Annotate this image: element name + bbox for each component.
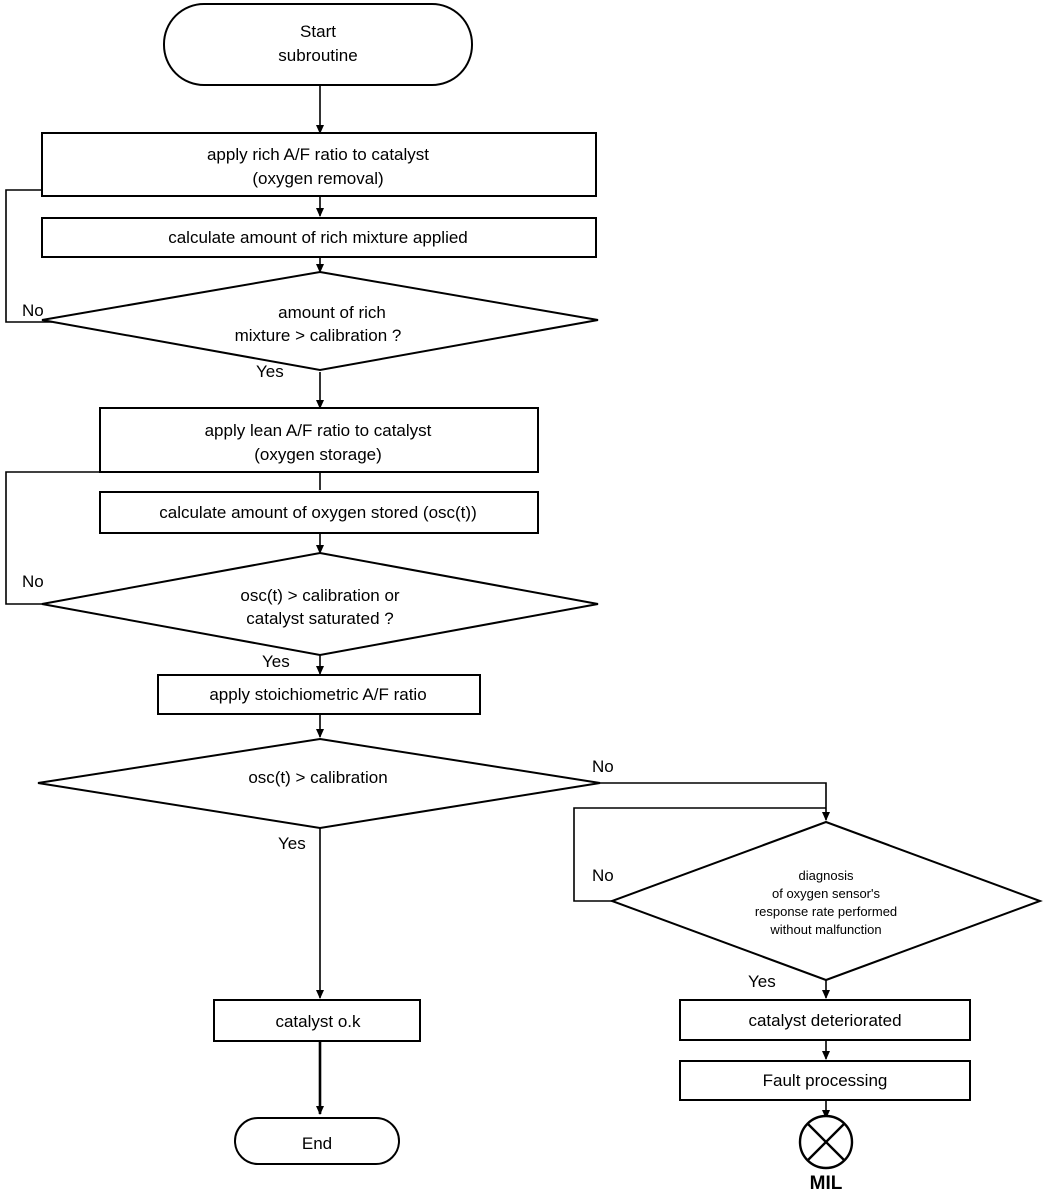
start-terminal: Start subroutine xyxy=(163,3,473,86)
stoich-shape xyxy=(157,674,481,715)
label-yes-check: Yes xyxy=(278,834,306,853)
deteriorated-box: catalyst deteriorated xyxy=(679,999,971,1041)
rich-calc-box: calculate amount of rich mixture applied xyxy=(41,217,597,258)
sensor-decision: diagnosis of oxygen sensor's response ra… xyxy=(609,820,1043,982)
lean-apply-label-line2: (oxygen storage) xyxy=(254,445,382,464)
rich-apply-label-line2: (oxygen removal) xyxy=(252,169,383,188)
catalyst-ok-box: catalyst o.k xyxy=(213,999,421,1042)
sensor-label-line1: diagnosis xyxy=(799,868,854,883)
stoich-box: apply stoichiometric A/F ratio xyxy=(157,674,481,715)
label-yes-osc: Yes xyxy=(262,652,290,671)
lean-calc-box: calculate amount of oxygen stored (osc(t… xyxy=(99,491,539,534)
catalyst-ok-label: catalyst o.k xyxy=(275,1012,361,1031)
rich-decision-shape xyxy=(41,270,599,372)
osc-check-decision: osc(t) > calibration xyxy=(37,737,601,830)
label-no-sensor: No xyxy=(592,866,614,885)
fault-box: Fault processing xyxy=(679,1060,971,1101)
label-no-check: No xyxy=(592,757,614,776)
fault-label: Fault processing xyxy=(763,1071,888,1090)
loop-no-osc xyxy=(5,471,100,605)
end-label: End xyxy=(302,1134,332,1153)
fault-shape xyxy=(679,1060,971,1101)
mil-lamp-icon xyxy=(798,1114,854,1170)
loop-no-sensor xyxy=(573,807,826,902)
rich-apply-shape xyxy=(41,132,597,197)
lean-calc-shape xyxy=(99,491,539,534)
stoich-label: apply stoichiometric A/F ratio xyxy=(209,685,426,704)
rich-calc-label: calculate amount of rich mixture applied xyxy=(168,228,468,247)
osc-decision-label-line1: osc(t) > calibration or xyxy=(240,586,400,605)
label-yes-rich: Yes xyxy=(256,362,284,381)
osc-decision: osc(t) > calibration or catalyst saturat… xyxy=(41,551,599,657)
osc-check-label: osc(t) > calibration xyxy=(248,768,387,787)
osc-decision-label-line2: catalyst saturated ? xyxy=(246,609,393,628)
start-label-line2: subroutine xyxy=(278,46,357,65)
sensor-label-line3: response rate performed xyxy=(755,904,897,919)
osc-decision-shape xyxy=(41,551,599,657)
catalyst-ok-shape xyxy=(213,999,421,1042)
mil-lamp: MIL xyxy=(798,1114,854,1194)
lean-apply-box: apply lean A/F ratio to catalyst (oxygen… xyxy=(99,407,539,473)
start-shape xyxy=(163,3,473,86)
osc-check-shape xyxy=(37,737,601,830)
label-yes-sensor: Yes xyxy=(748,972,776,991)
rich-calc-shape xyxy=(41,217,597,258)
edge-labels: No Yes No Yes No Yes No Yes xyxy=(22,301,776,991)
rich-decision-label-line2: mixture > calibration ? xyxy=(235,326,402,345)
lean-calc-label: calculate amount of oxygen stored (osc(t… xyxy=(159,503,476,522)
lean-apply-label-line1: apply lean A/F ratio to catalyst xyxy=(205,421,432,440)
label-no-rich: No xyxy=(22,301,44,320)
end-shape xyxy=(234,1117,400,1165)
loop-no-rich xyxy=(5,189,52,323)
arrow-no-to-sensor xyxy=(600,782,830,821)
start-label-line1: Start xyxy=(300,22,336,41)
sensor-label-line4: without malfunction xyxy=(769,922,881,937)
rich-decision-label-line1: amount of rich xyxy=(278,303,386,322)
deteriorated-shape xyxy=(679,999,971,1041)
deteriorated-label: catalyst deteriorated xyxy=(748,1011,901,1030)
rich-apply-box: apply rich A/F ratio to catalyst (oxygen… xyxy=(41,132,597,197)
end-terminal: End xyxy=(234,1117,400,1165)
sensor-label-line2: of oxygen sensor's xyxy=(772,886,880,901)
rich-apply-label-line1: apply rich A/F ratio to catalyst xyxy=(207,145,429,164)
rich-decision: amount of rich mixture > calibration ? xyxy=(41,270,599,372)
mil-label: MIL xyxy=(810,1173,843,1194)
sensor-decision-shape xyxy=(609,820,1043,982)
lean-apply-shape xyxy=(99,407,539,473)
label-no-osc: No xyxy=(22,572,44,591)
